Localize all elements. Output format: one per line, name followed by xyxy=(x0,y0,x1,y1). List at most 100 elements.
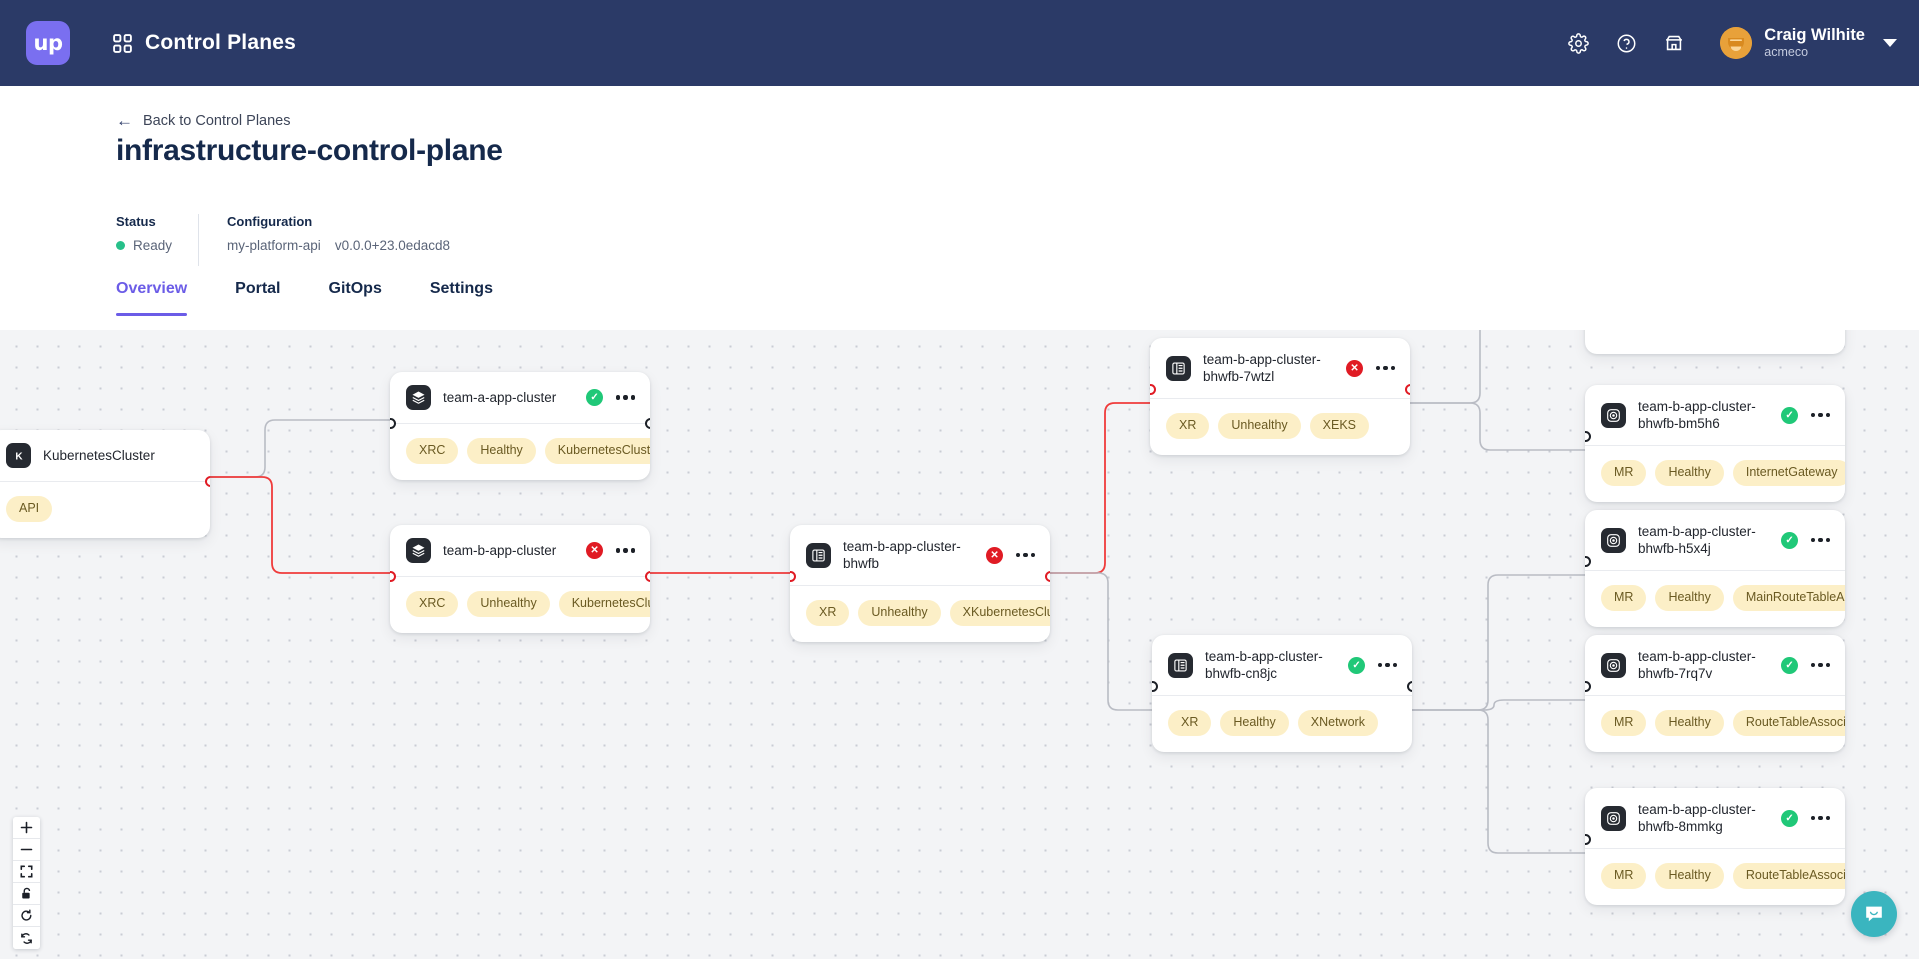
node-menu-icon[interactable] xyxy=(615,545,636,555)
node-tags: XRUnhealthyXKubernetesCluster xyxy=(790,586,1050,642)
avatar[interactable] xyxy=(1720,27,1753,59)
zoom-out-button[interactable] xyxy=(13,839,40,861)
node-handle-right[interactable] xyxy=(1044,571,1050,582)
healthy-check-icon: ✓ xyxy=(1781,809,1799,827)
node-tags: MRHealthyMainRouteTableAssoc xyxy=(1585,571,1845,627)
chevron-down-icon[interactable] xyxy=(1883,39,1897,47)
node-menu-icon[interactable] xyxy=(615,392,636,402)
meta-divider xyxy=(198,214,200,266)
node-tags: MRHealthyRouteTableAssociation xyxy=(1585,849,1845,905)
node-tag: MR xyxy=(1601,863,1647,889)
node-divider xyxy=(1585,445,1845,446)
node-handle-left[interactable] xyxy=(390,418,396,429)
node-menu-icon[interactable] xyxy=(1810,813,1831,823)
lock-icon[interactable] xyxy=(13,883,40,905)
node-header: team-a-app-cluster✓ xyxy=(390,372,650,423)
node-title: team-b-app-cluster-bhwfb-h5x4j xyxy=(1638,524,1756,556)
node-handle-right[interactable] xyxy=(644,418,650,429)
chat-bubble-icon[interactable] xyxy=(1851,891,1897,937)
user-menu[interactable]: Craig Wilhite acmeco xyxy=(1764,26,1865,59)
node-tag: Healthy xyxy=(1655,460,1724,486)
node-tag: MR xyxy=(1601,585,1647,611)
node-title: team-b-app-cluster-bhwfb-8mmkg xyxy=(1638,802,1756,834)
sync-icon[interactable] xyxy=(13,927,40,949)
node-handle-right[interactable] xyxy=(644,571,650,582)
node-menu-icon[interactable] xyxy=(1375,363,1396,373)
node-menu-icon[interactable] xyxy=(1015,550,1036,560)
node-divider xyxy=(1585,695,1845,696)
node-title: team-b-app-cluster-bhwfb-7rq7v xyxy=(1638,649,1756,681)
node-handle-left[interactable] xyxy=(1150,384,1156,395)
tab-overview[interactable]: Overview xyxy=(116,272,188,316)
marketplace-icon[interactable] xyxy=(1650,19,1698,67)
tab-portal[interactable]: Portal xyxy=(235,280,281,297)
brand-group[interactable]: Control Planes xyxy=(112,31,296,55)
node-title: team-b-app-cluster xyxy=(443,543,557,558)
node-tag: RouteTableAssociation xyxy=(1732,710,1845,736)
graph-edges xyxy=(210,330,1585,854)
tab-settings[interactable]: Settings xyxy=(429,280,493,297)
node-menu-icon[interactable] xyxy=(1810,535,1831,545)
back-to-control-planes-link[interactable]: ← Back to Control Planes xyxy=(116,112,291,129)
target-icon xyxy=(1601,527,1626,553)
node-tag: KubernetesCluster xyxy=(544,438,650,464)
node-tag: XRC xyxy=(406,438,459,464)
node-title: team-a-app-cluster xyxy=(443,390,557,405)
unhealthy-x-icon: ✕ xyxy=(586,542,604,559)
node-handle-right[interactable] xyxy=(1406,681,1412,692)
top-navigation-bar: up Control Planes xyxy=(0,0,1919,86)
target-icon xyxy=(1601,652,1626,678)
node-title: team-b-app-cluster-bhwfb xyxy=(843,539,961,571)
target-icon xyxy=(1601,402,1626,428)
node-divider xyxy=(390,576,650,577)
node-handle-left[interactable] xyxy=(790,571,796,582)
target-icon xyxy=(1601,805,1626,831)
resource-list-icon xyxy=(1166,355,1191,381)
node-title: team-b-app-cluster-bhwfb-bm5h6 xyxy=(1638,399,1756,431)
gear-icon[interactable] xyxy=(1554,19,1602,67)
tab-gitops[interactable]: GitOps xyxy=(328,280,382,297)
node-handle-left[interactable] xyxy=(1585,681,1591,692)
node-menu-icon[interactable] xyxy=(1810,410,1831,420)
node-handle-left[interactable] xyxy=(390,571,396,582)
node-tag: InternetGateway xyxy=(1732,460,1845,486)
node-handle-left[interactable] xyxy=(1585,834,1591,845)
node-handle-left[interactable] xyxy=(1585,431,1591,442)
configuration-label: Configuration xyxy=(227,214,313,229)
node-handle-right[interactable] xyxy=(204,476,210,487)
topbar-actions: Craig Wilhite acmeco xyxy=(1554,19,1897,67)
node-menu-icon[interactable] xyxy=(1377,660,1398,670)
node-tag: MR xyxy=(1601,710,1647,736)
node-handle-right[interactable] xyxy=(1404,384,1410,395)
zoom-in-button[interactable] xyxy=(13,817,40,839)
node-divider xyxy=(1585,848,1845,849)
node-tag: Healthy xyxy=(1655,585,1724,611)
help-circle-icon[interactable] xyxy=(1602,19,1650,67)
up-logo-icon[interactable]: up xyxy=(26,21,70,65)
graph-node-team-b-app-cluster-bhwfb-partial[interactable] xyxy=(1585,330,1845,354)
refresh-icon[interactable] xyxy=(13,905,40,927)
configuration-block: Configuration my-platform-api v0.0.0+23.… xyxy=(227,214,450,253)
node-tags: MRHealthyRouteTableAssociation xyxy=(1585,696,1845,752)
node-handle-left[interactable] xyxy=(1152,681,1158,692)
node-header: team-b-app-cluster-bhwfb-bm5h6✓ xyxy=(1585,385,1845,445)
node-handle-left[interactable] xyxy=(1585,556,1591,567)
fit-view-button[interactable] xyxy=(13,861,40,883)
node-divider xyxy=(390,423,650,424)
node-menu-icon[interactable] xyxy=(1810,660,1831,670)
configuration-name[interactable]: my-platform-api xyxy=(227,238,321,253)
up-logo-text: up xyxy=(33,31,63,55)
